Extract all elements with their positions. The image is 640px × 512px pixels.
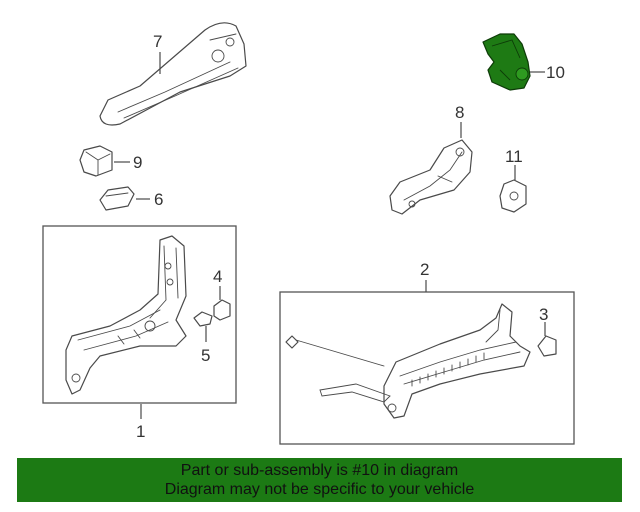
part-3-bracket[interactable] [537,335,557,357]
callout-8[interactable]: 8 [455,103,464,122]
callout-7[interactable]: 7 [153,32,162,51]
part-8-inner-cover[interactable] [389,139,473,215]
banner-line-disclaimer: Diagram may not be specific to your vehi… [164,481,475,498]
callout-9[interactable]: 9 [133,153,142,172]
callout-5[interactable]: 5 [201,346,210,365]
callout-2[interactable]: 2 [420,260,429,279]
part-4-clip[interactable] [213,299,231,321]
info-banner: Part or sub-assembly is #10 in diagram D… [17,458,622,502]
callout-4[interactable]: 4 [213,267,222,286]
part-6-cover[interactable] [99,186,135,211]
callout-10[interactable]: 10 [546,63,565,82]
banner-line-part-number: Part or sub-assembly is #10 in diagram [180,462,459,479]
callout-3[interactable]: 3 [539,305,548,324]
part-11-bracket[interactable] [499,179,527,213]
part-5-spring[interactable] [193,311,213,327]
frame-part-2 [279,291,575,445]
frame-part-1 [42,225,237,404]
part-10-bracket[interactable] [482,33,531,91]
callout-11[interactable]: 11 [505,147,523,166]
part-1-recliner[interactable] [65,235,187,395]
callout-6[interactable]: 6 [154,190,163,209]
callout-1[interactable]: 1 [136,422,145,441]
part-7-side-cover[interactable] [99,22,247,126]
parts-diagram: 7 9 6 10 8 11 [42,22,575,445]
part-2-seat-track[interactable] [285,303,531,419]
part-9-knob[interactable] [79,145,113,177]
